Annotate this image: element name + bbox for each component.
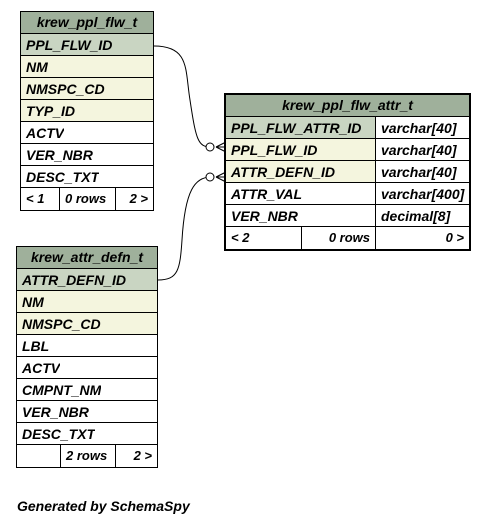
column-row[interactable]: PPL_FLW_ATTR_ID varchar[40] [226, 117, 469, 139]
table-krew-ppl-flw[interactable]: krew_ppl_flw_t PPL_FLW_ID NM NMSPC_CD TY… [20, 11, 154, 211]
column-row[interactable]: PPL_FLW_ID varchar[40] [226, 139, 469, 161]
row-count: 0 rows [301, 227, 375, 249]
column-row[interactable]: NMSPC_CD [21, 78, 153, 100]
parents-count [17, 445, 60, 467]
column-name: NMSPC_CD [22, 316, 101, 332]
table-title: krew_ppl_flw_t [21, 12, 153, 34]
column-row[interactable]: ACTV [17, 357, 157, 379]
column-name: LBL [22, 338, 50, 354]
row-count: 2 rows [60, 445, 115, 467]
row-count: 0 rows [59, 188, 115, 210]
column-name: ATTR_DEFN_ID [22, 272, 126, 288]
column-row[interactable]: PPL_FLW_ID [21, 34, 153, 56]
column-row[interactable]: DESC_TXT [17, 423, 157, 445]
children-count[interactable]: 2 > [115, 188, 153, 210]
column-type: decimal[8] [375, 205, 469, 226]
column-name: ATTR_VAL [231, 186, 303, 202]
column-row[interactable]: VER_NBR [21, 144, 153, 166]
column-row[interactable]: TYP_ID [21, 100, 153, 122]
column-row[interactable]: ATTR_DEFN_ID [17, 269, 157, 291]
column-name: VER_NBR [26, 147, 93, 163]
children-count[interactable]: 2 > [115, 445, 157, 467]
relationship-ppl-flw-line [153, 45, 212, 148]
column-row[interactable]: DESC_TXT [21, 166, 153, 188]
column-name: TYP_ID [26, 103, 76, 119]
table-krew-ppl-flw-attr[interactable]: krew_ppl_flw_attr_t PPL_FLW_ATTR_ID varc… [224, 93, 471, 251]
column-row[interactable]: LBL [17, 335, 157, 357]
column-row[interactable]: ATTR_VAL varchar[400] [226, 183, 469, 205]
column-name: CMPNT_NM [22, 382, 102, 398]
column-name: VER_NBR [22, 404, 89, 420]
table-footer: < 1 0 rows 2 > [21, 188, 153, 210]
column-name: DESC_TXT [26, 169, 100, 185]
column-type: varchar[40] [375, 117, 469, 138]
column-name: NM [22, 294, 44, 310]
column-row[interactable]: CMPNT_NM [17, 379, 157, 401]
relationship-attr-defn-line [157, 176, 212, 281]
column-name: NM [26, 59, 48, 75]
parents-count[interactable]: < 1 [26, 191, 45, 206]
children-count: 0 > [375, 227, 469, 249]
generated-by-label: Generated by SchemaSpy [17, 498, 190, 514]
table-title: krew_attr_defn_t [17, 247, 157, 269]
table-krew-attr-defn[interactable]: krew_attr_defn_t ATTR_DEFN_ID NM NMSPC_C… [16, 246, 158, 468]
column-name: PPL_FLW_ATTR_ID [226, 117, 375, 138]
column-name: NMSPC_CD [26, 81, 105, 97]
relationship-ppl-flw-optional-marker [205, 142, 215, 152]
column-name: ACTV [22, 360, 61, 376]
column-row[interactable]: ACTV [21, 122, 153, 144]
column-type: varchar[400] [375, 183, 469, 204]
relationship-attr-defn-optional-marker [205, 172, 215, 182]
parents-count[interactable]: < 2 [231, 230, 250, 245]
column-name: ACTV [26, 125, 65, 141]
table-footer: < 2 0 rows 0 > [226, 227, 469, 249]
column-row[interactable]: VER_NBR [17, 401, 157, 423]
column-type: varchar[40] [375, 139, 469, 160]
column-row[interactable]: VER_NBR decimal[8] [226, 205, 469, 227]
column-name: VER_NBR [231, 208, 298, 224]
table-title: krew_ppl_flw_attr_t [226, 95, 469, 117]
column-name: DESC_TXT [22, 426, 96, 442]
table-footer: 2 rows 2 > [17, 445, 157, 467]
column-name: PPL_FLW_ID [26, 37, 113, 53]
column-row[interactable]: ATTR_DEFN_ID varchar[40] [226, 161, 469, 183]
column-row[interactable]: NMSPC_CD [17, 313, 157, 335]
column-name: ATTR_DEFN_ID [226, 161, 375, 182]
column-type: varchar[40] [375, 161, 469, 182]
column-row[interactable]: NM [21, 56, 153, 78]
column-name: PPL_FLW_ID [226, 139, 375, 160]
column-row[interactable]: NM [17, 291, 157, 313]
